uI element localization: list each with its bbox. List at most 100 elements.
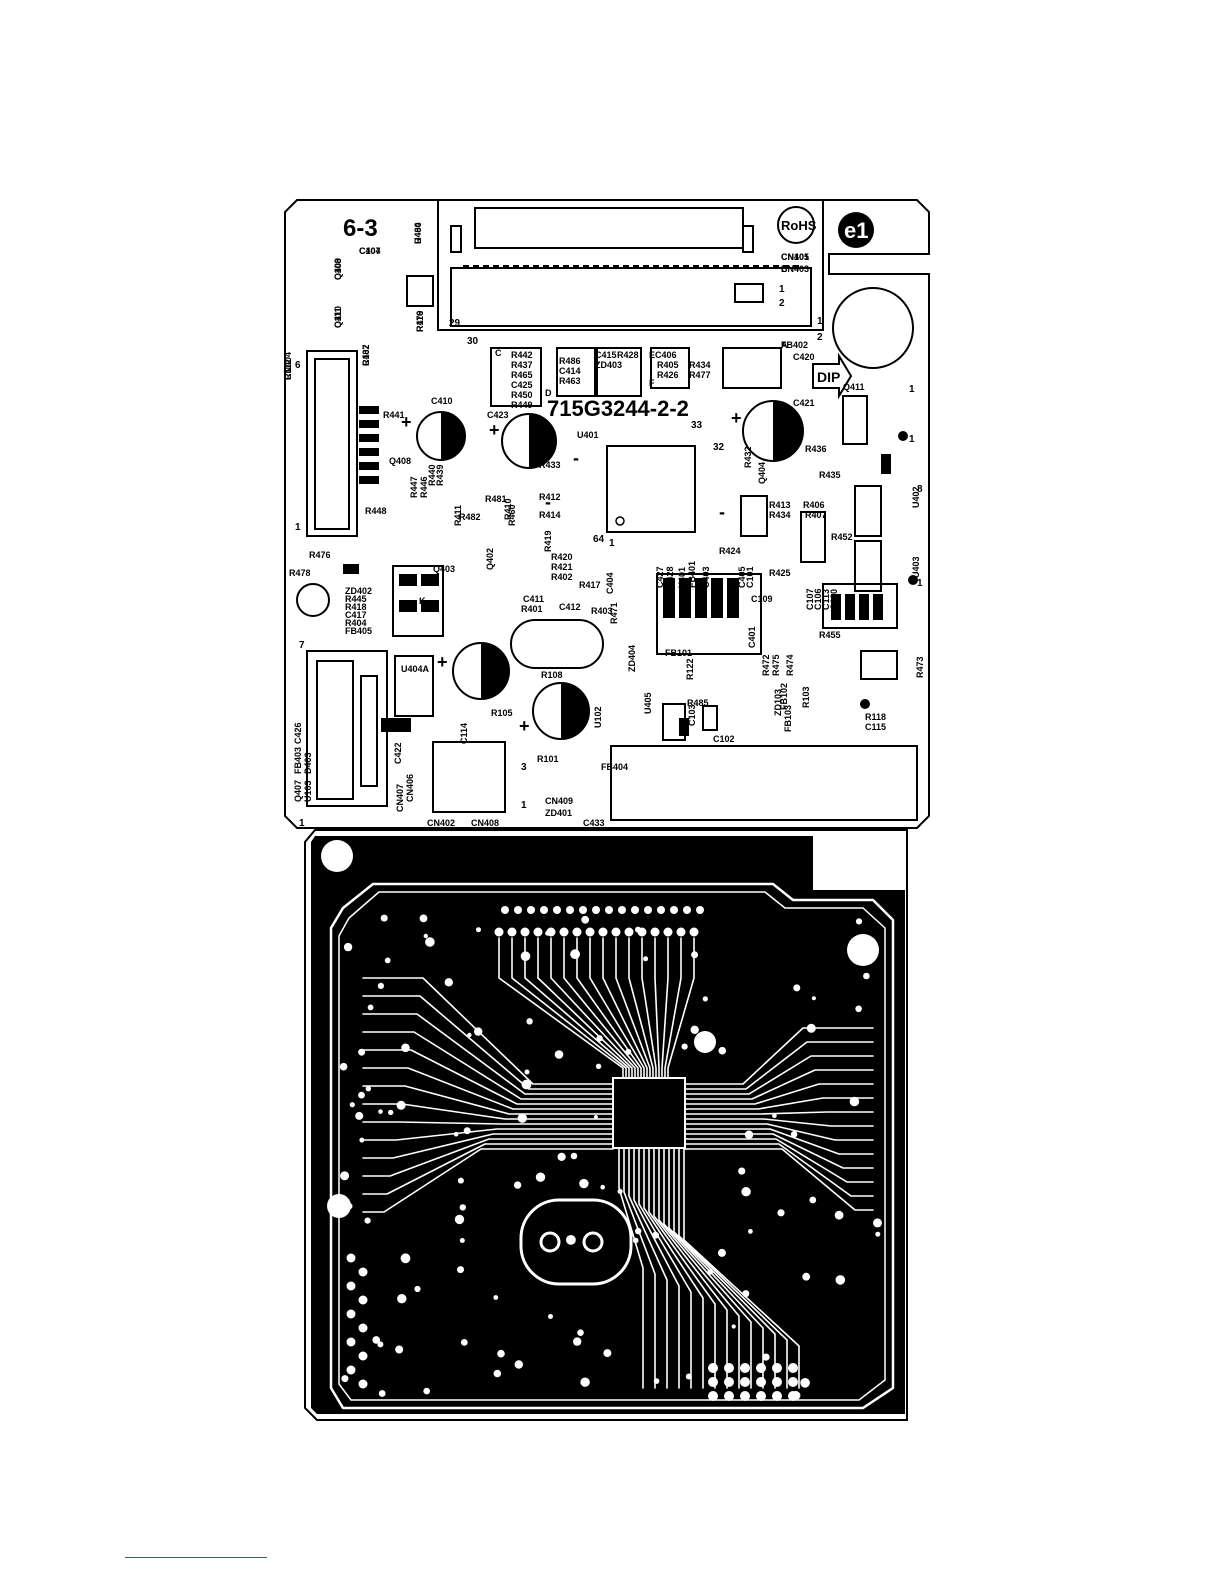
refdes-c404-85: C404 — [605, 572, 615, 594]
copper-via — [566, 1235, 576, 1245]
copper-trace — [362, 1013, 614, 1095]
refdes-u404a-137: U404A — [401, 664, 430, 674]
crystal-footprint — [519, 1198, 633, 1286]
refdes-cn405-7: CN405 — [781, 252, 809, 262]
refdes-r407-64: R407 — [805, 510, 827, 520]
copper-via — [380, 914, 388, 922]
copper-via — [463, 1127, 471, 1135]
copper-via — [875, 1231, 881, 1237]
refdes-c108-140: C108 — [333, 258, 343, 280]
copper-via — [800, 1378, 810, 1388]
refdes-r414-50: R414 — [539, 510, 561, 520]
chip-pin-32: 32 — [713, 442, 725, 453]
copper-via — [702, 996, 708, 1002]
e1-mark-circle — [838, 212, 874, 248]
copper-via — [708, 1391, 718, 1401]
refdes-r434-31: R434 — [689, 360, 711, 370]
copper-via — [444, 978, 453, 987]
refdes-r418-74: R418 — [345, 602, 367, 612]
copper-via — [643, 956, 649, 962]
copper-via — [414, 1285, 421, 1293]
copper-trace — [362, 1143, 614, 1195]
copper-vias — [339, 906, 882, 1401]
copper-via — [707, 1269, 713, 1275]
copper-via — [741, 1187, 751, 1197]
copper-via — [358, 1295, 368, 1305]
refdes-c433-135: C433 — [583, 818, 605, 828]
refdes-c403-92: C403 — [701, 566, 711, 588]
copper-trace — [362, 1049, 614, 1105]
copper-via — [756, 1377, 766, 1387]
copper-trace — [511, 937, 627, 1079]
copper-via — [777, 1209, 785, 1217]
refdes-r475-104: R475 — [771, 654, 781, 676]
chip-pin-33: 33 — [691, 420, 703, 431]
refdes-c423-35: C423 — [487, 410, 509, 420]
copper-via — [740, 1363, 750, 1373]
refdes-u402-68: U402 — [911, 486, 921, 508]
mount-hole-left — [327, 1194, 351, 1218]
copper-via — [834, 1210, 844, 1220]
refdes-r479-6: R479 — [415, 310, 425, 332]
copper-via — [717, 1248, 726, 1257]
refdes-r412-49: R412 — [539, 492, 561, 502]
refdes-c406-27: C406 — [655, 350, 677, 360]
copper-via — [346, 1253, 356, 1263]
copper-via — [650, 927, 660, 937]
copper-via — [358, 1048, 366, 1056]
refdes-r425-67: R425 — [769, 568, 791, 578]
copper-trace — [362, 1103, 614, 1120]
copper-via — [635, 1227, 642, 1235]
refdes-cn407-129: CN407 — [395, 784, 405, 812]
copper-via — [358, 1323, 368, 1333]
refdes-u102-118: U102 — [593, 706, 603, 728]
refdes-r103-112: R103 — [801, 686, 811, 708]
copper-via — [377, 1341, 384, 1348]
copper-via — [453, 1131, 459, 1137]
refdes-r404-76: R404 — [345, 618, 367, 628]
refdes-r436-57: R436 — [805, 444, 827, 454]
copper-via — [378, 1390, 386, 1397]
copper-via — [600, 1184, 605, 1190]
copper-via — [554, 1050, 564, 1059]
refdes-r403-84: R403 — [591, 606, 613, 616]
refdes-r450-16: R450 — [511, 390, 533, 400]
corner-pin-1b: 1 — [917, 578, 923, 589]
refdes-b-146: B — [781, 264, 788, 274]
dip-arrow — [812, 352, 853, 400]
copper-ic-pad — [612, 1077, 686, 1149]
refdes-r421-53: R421 — [551, 562, 573, 572]
refdes-r478-71: R478 — [289, 568, 311, 578]
label-field — [610, 745, 918, 821]
edge-pin-7: 7 — [299, 640, 305, 651]
pcb-copper-layer — [304, 829, 908, 1421]
mount-hole-right — [847, 934, 879, 966]
refdes-c420-10: C420 — [793, 352, 815, 362]
footer-link-underline — [125, 1557, 267, 1558]
copper-trace — [362, 1138, 614, 1177]
refdes-r419-51: R419 — [543, 530, 553, 552]
refdes-f-30: F — [649, 378, 655, 388]
electrolytic-capacitors — [296, 400, 804, 740]
left-connector-cn404 — [306, 350, 358, 537]
copper-via — [740, 1377, 750, 1387]
edge-pin-1-top: 1 — [295, 522, 301, 533]
copper-via — [724, 1363, 734, 1373]
copper-via — [497, 1349, 505, 1358]
refdes-c405-93: C405 — [737, 566, 747, 588]
refdes-c109-95: C109 — [751, 594, 773, 604]
copper-via — [631, 906, 639, 914]
refdes-cn403-8: CN403 — [781, 264, 809, 274]
copper-via — [364, 1217, 371, 1224]
refdes-r460-47: R460 — [507, 504, 517, 526]
copper-trace — [663, 1147, 752, 1389]
refdes-cn101-145: CN101 — [781, 252, 809, 262]
copper-via — [457, 1177, 464, 1184]
copper-via — [580, 1377, 590, 1387]
copper-via — [742, 1290, 750, 1298]
refdes-q407-123: Q407 — [293, 780, 303, 802]
copper-via — [388, 1109, 394, 1116]
copper-traces — [329, 882, 895, 1410]
refdes-fb402-9: FB402 — [781, 340, 808, 350]
top-connector-cn405 — [406, 199, 824, 331]
